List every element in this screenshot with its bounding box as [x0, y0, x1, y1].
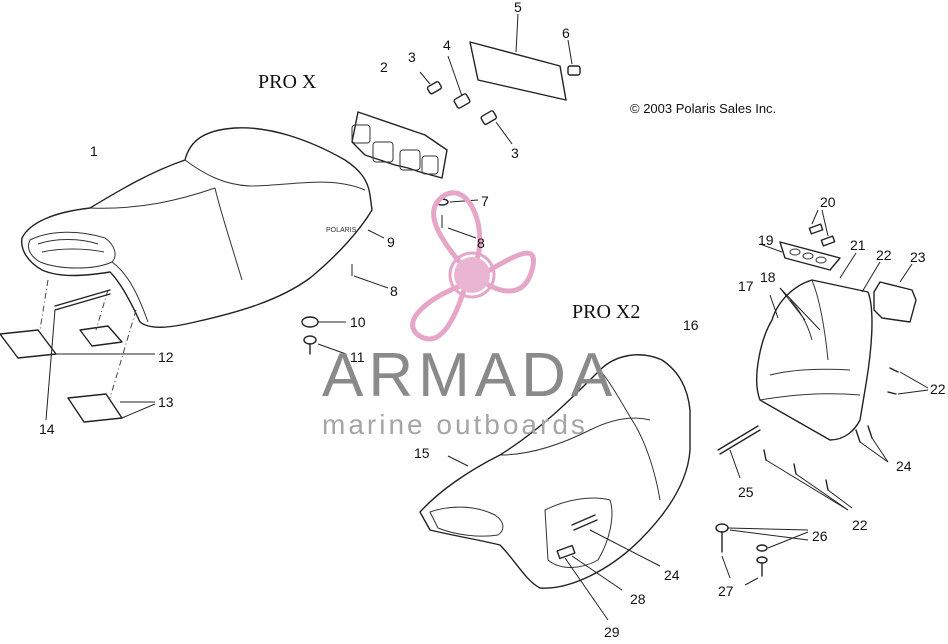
- title-pro-x2: PRO X2: [572, 301, 640, 323]
- callout-29: 29: [604, 624, 620, 639]
- callout-22-top: 22: [876, 247, 892, 263]
- screw-11: [303, 335, 347, 355]
- callout-4: 4: [443, 37, 451, 53]
- callout-20: 20: [820, 194, 836, 210]
- strap-25: [717, 425, 761, 479]
- taillight-23: [873, 263, 917, 323]
- callout-19: 19: [758, 232, 774, 248]
- pro-x2-fasteners: [447, 455, 661, 621]
- callout-22-right: 22: [930, 381, 946, 397]
- seat-emblem: POLARIS: [326, 227, 357, 234]
- callout-3-top: 3: [408, 49, 416, 65]
- watermark-brand: ARMADA: [322, 341, 617, 410]
- washer-10: [301, 316, 346, 328]
- callout-26: 26: [812, 528, 828, 544]
- callout-11: 11: [350, 349, 365, 365]
- callout-10: 10: [350, 314, 366, 330]
- armada-logo: [410, 190, 536, 342]
- callout-13: 13: [158, 394, 174, 410]
- bolts-26-27: [715, 523, 809, 586]
- callout-22-bottom: 22: [852, 517, 868, 533]
- callout-28: 28: [630, 591, 646, 607]
- bracket-19-20: [759, 209, 841, 271]
- screws-22-right: [887, 367, 929, 395]
- pin-8-left: [351, 264, 389, 289]
- watermark-tagline: marine outboards: [322, 409, 588, 440]
- callout-21: 21: [850, 237, 866, 253]
- washer-7: [435, 198, 479, 239]
- clip-6: [567, 39, 581, 76]
- callout-labels: 1 2 3 4 5 6 3 7 8 9 8 10 11 12 13 14 15 …: [39, 0, 946, 640]
- callout-3-bottom: 3: [511, 145, 519, 161]
- spacer-4: [447, 55, 471, 109]
- callout-7: 7: [481, 193, 489, 209]
- callout-6: 6: [562, 25, 570, 41]
- callout-15: 15: [414, 445, 430, 461]
- callout-27: 27: [718, 583, 734, 599]
- callout-25: 25: [738, 484, 754, 500]
- pro-x-seat: POLARIS: [21, 127, 373, 328]
- callout-18: 18: [760, 269, 776, 285]
- leader-21: [839, 252, 857, 279]
- bolt-3-lower: [480, 110, 513, 145]
- decal-set: [0, 279, 156, 423]
- callout-16: 16: [683, 317, 699, 333]
- callout-1: 1: [90, 143, 98, 159]
- lid-5: [469, 13, 567, 101]
- screws-24-right: [855, 425, 889, 463]
- copyright-text: © 2003 Polaris Sales Inc.: [630, 101, 776, 116]
- callout-24-bottom: 24: [664, 567, 680, 583]
- strap-14: [45, 289, 111, 421]
- leader-9: [367, 229, 385, 239]
- callout-12: 12: [158, 349, 174, 365]
- leader-22-top: [861, 261, 881, 293]
- callout-17: 17: [738, 278, 754, 294]
- pro-x2-seat: [419, 354, 691, 589]
- storage-bin-17: [756, 279, 873, 441]
- title-pro-x: PRO X: [258, 71, 317, 93]
- callout-24-right: 24: [896, 458, 912, 474]
- callout-5: 5: [514, 0, 522, 15]
- storage-tray: [351, 111, 448, 179]
- callout-2: 2: [380, 59, 388, 75]
- bolt-3-upper: [419, 71, 443, 95]
- callout-23: 23: [910, 249, 926, 265]
- callout-9: 9: [387, 234, 395, 250]
- callout-14: 14: [39, 421, 55, 437]
- callout-8-left: 8: [390, 283, 398, 299]
- callout-8-right: 8: [477, 235, 485, 251]
- screws-22-bottom: [763, 449, 853, 511]
